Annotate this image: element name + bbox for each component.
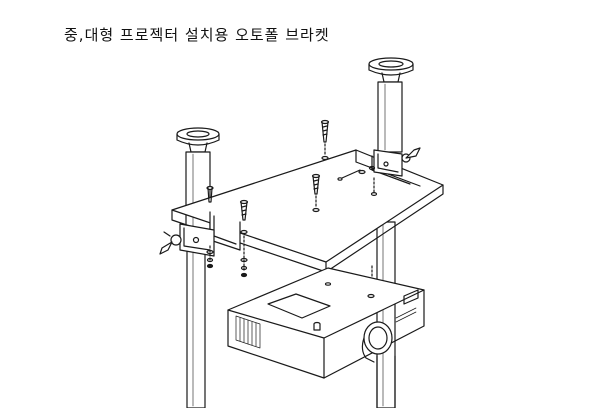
diagram-title: 중,대형 프로젝터 설치용 오토폴 브라켓: [64, 26, 330, 44]
shelf-screws: [206, 119, 378, 235]
left-clamp: [159, 223, 215, 257]
right-clamp: [373, 147, 421, 177]
projector: [227, 267, 425, 379]
left-pole: [176, 127, 220, 408]
right-pole: [368, 57, 414, 408]
